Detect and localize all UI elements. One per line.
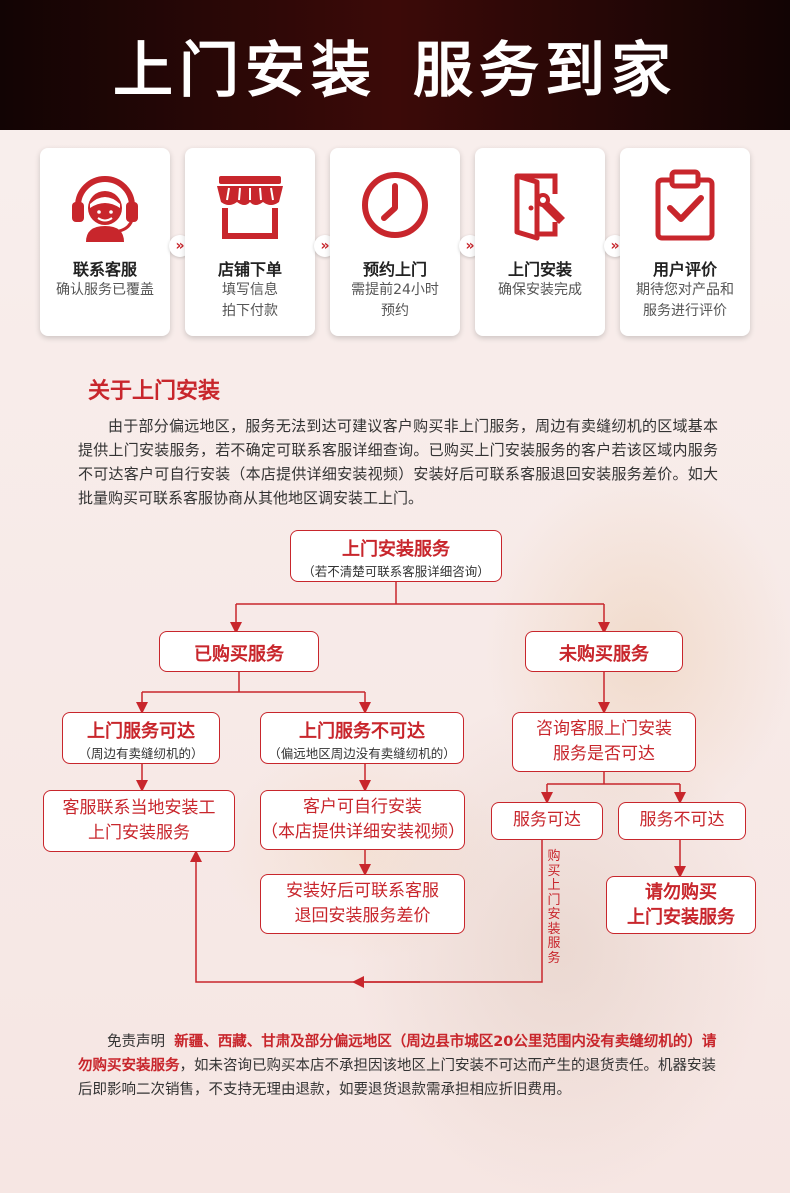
clipboard-check-icon	[655, 169, 715, 241]
step-desc: 需提前24小时 预约	[351, 282, 439, 319]
step-card-contact: 联系客服 确认服务已覆盖	[40, 148, 170, 336]
disclaimer-rest: ，如未咨询已购买本店不承担因该地区上门安装不可达而产生的退货责任。机器安装后即影…	[78, 1058, 716, 1098]
about-title: 关于上门安装	[88, 379, 221, 404]
about-text: 由于部分偏远地区，服务无法到达可建议客户购买非上门服务，周边有卖缝纫机的区域基本…	[78, 417, 718, 507]
step-title: 上门安装	[507, 260, 572, 279]
step-desc: 填写信息 拍下付款	[222, 282, 278, 319]
flow-root: 上门安装服务 （若不清楚可联系客服详细咨询）	[290, 530, 502, 582]
title-right: 服务到家	[413, 35, 677, 106]
step-title: 用户评价	[652, 260, 717, 279]
step-title: 预约上门	[362, 260, 427, 279]
flow-self-install: 客户可自行安装 （本店提供详细安装视频）	[260, 790, 465, 850]
flow-do-not-buy: 请勿购买 上门安装服务	[606, 876, 756, 934]
flow-service-no: 服务不可达	[618, 802, 746, 840]
step-card-install: 上门安装 确保安装完成	[475, 148, 605, 336]
clock-icon	[362, 172, 428, 238]
step-card-review: 用户评价 期待您对产品和 服务进行评价	[620, 148, 750, 336]
step-desc: 确认服务已覆盖	[56, 282, 154, 298]
title-left: 上门安装	[113, 35, 377, 106]
flow-consult: 咨询客服上门安装 服务是否可达	[512, 712, 696, 772]
flow-reachable: 上门服务可达 （周边有卖缝纫机的）	[62, 712, 220, 764]
page-header: 上门安装服务到家	[0, 0, 790, 130]
flow-purchased: 已购买服务	[159, 631, 319, 672]
step-title: 联系客服	[72, 260, 137, 279]
step-desc: 期待您对产品和 服务进行评价	[636, 282, 734, 319]
flow-contact-local: 客服联系当地安装工 上门安装服务	[43, 790, 235, 852]
step-card-appointment: 预约上门 需提前24小时 预约	[330, 148, 460, 336]
disclaimer: 免责声明 新疆、西藏、甘肃及部分偏远地区（周边县市城区20公里范围内没有卖缝纫机…	[78, 1030, 718, 1102]
step-desc: 确保安装完成	[498, 282, 582, 298]
service-steps: 联系客服 确认服务已覆盖 » 店铺下单 填写信息 拍下付款 » 预约上门 需提前…	[40, 148, 752, 338]
flow-not-purchased: 未购买服务	[525, 631, 683, 672]
storefront-icon	[217, 176, 283, 239]
flow-unreachable: 上门服务不可达 （偏远地区周边没有卖缝纫机的）	[260, 712, 464, 764]
page-title: 上门安装服务到家	[113, 22, 677, 109]
step-card-order: 店铺下单 填写信息 拍下付款	[185, 148, 315, 336]
flow-refund: 安装好后可联系客服 退回安装服务差价	[260, 874, 465, 934]
door-wrench-icon	[514, 173, 565, 241]
flow-connectors	[136, 582, 686, 988]
flow-service-ok: 服务可达	[491, 802, 603, 840]
disclaimer-lead: 免责声明	[107, 1034, 165, 1050]
disclaimer-highlight: 新疆、西藏、甘肃及部分偏远地区（周边县市城区20公里范围内没有卖缝纫机的）请勿购…	[78, 1034, 717, 1074]
service-flowchart: 上门安装服务 （若不清楚可联系客服详细咨询） 已购买服务 未购买服务 上门服务可…	[0, 520, 790, 1000]
step-title: 店铺下单	[217, 260, 282, 279]
flow-buy-label: 购买上门安装服务	[547, 849, 561, 966]
headset-support-icon	[72, 176, 138, 242]
